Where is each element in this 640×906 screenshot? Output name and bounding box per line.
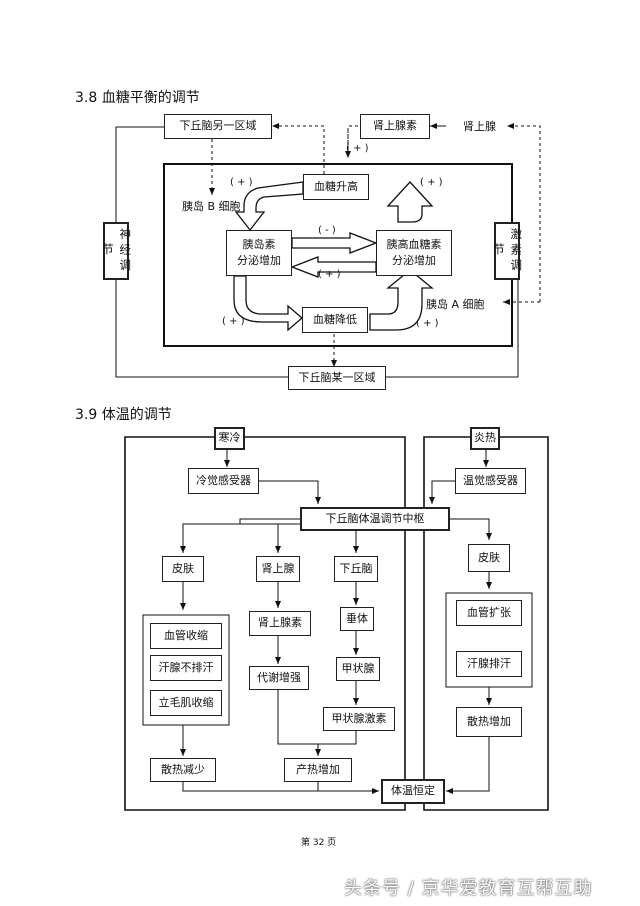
less-loss-to-constant-arrow	[182, 782, 379, 794]
adrenaline-box: 肾上腺素	[360, 114, 430, 139]
beta-cell-label: 胰岛 B 细胞	[182, 200, 241, 213]
glucagon-to-insulin-arrow	[290, 256, 377, 278]
alpha-cell-label: 胰岛 A 细胞	[426, 298, 485, 311]
hot-box: 炎热	[470, 427, 500, 450]
metabolism-box: 代谢增强	[249, 666, 309, 690]
insulin-plus-label: ( + )	[230, 177, 253, 188]
warm-receptor-to-center-arrow	[429, 480, 455, 504]
glucagon-to-glucose-up-arrow	[386, 181, 434, 223]
promote-plus-label: ( + )	[318, 269, 341, 280]
cold-frame	[124, 436, 406, 811]
glucose-down-to-glucagon-arrow	[369, 269, 434, 331]
glucose-section-title: 3.8 血糖平衡的调节	[75, 90, 200, 106]
hypothalamus-box: 下丘脑	[334, 556, 378, 582]
inhibit-minus-label: ( - )	[318, 225, 336, 236]
watermark: 头条号 / 京华爱教育互帮互助	[344, 878, 593, 899]
more-loss-to-constant-arrow	[446, 737, 490, 794]
piloerection-box: 立毛肌收缩	[150, 690, 222, 716]
glucose-down-plus-label: ( + )	[222, 316, 245, 327]
glucose-down-box: 血糖降低	[302, 307, 368, 333]
cold-skin-group	[142, 614, 230, 726]
thermoregulation-center-box: 下丘脑体温调节中枢	[300, 507, 450, 531]
insulin-to-glucose-down-arrow	[233, 275, 303, 332]
center-to-hot-skin-arrow	[450, 518, 492, 540]
heat-loss-increase-box: 散热增加	[456, 707, 522, 737]
adrenal-gland-box: 肾上腺	[256, 556, 300, 582]
heat-loss-decrease-box: 散热减少	[150, 758, 216, 782]
hot-skin-box: 皮肤	[468, 544, 510, 572]
neural-regulation-label: 神经调节	[101, 227, 133, 275]
hypothalamus-some-area-box: 下丘脑某一区域	[288, 366, 386, 390]
hypothalamus-other-area-box: 下丘脑另一区域	[164, 114, 272, 139]
adrenal-link-line	[347, 125, 360, 155]
neural-regulation-box: 神经调节	[101, 222, 132, 280]
thyroid-box: 甲状腺	[336, 657, 380, 681]
glucose-up-to-insulin-arrow	[234, 181, 304, 232]
cold-box: 寒冷	[214, 427, 245, 450]
pituitary-box: 垂体	[340, 607, 374, 631]
glucose-up-box: 血糖升高	[303, 174, 369, 200]
thyroxine-to-heat-line	[318, 731, 357, 745]
no-sweat-box: 汗腺不排汗	[150, 655, 222, 681]
cold-receptor-to-center-arrow	[259, 480, 321, 504]
adrenaline-hormone-box: 肾上腺素	[249, 611, 311, 636]
hot-frame	[423, 436, 549, 811]
hormonal-regulation-label: 激素调节	[492, 227, 524, 275]
center-to-adrenal-arrow	[240, 523, 281, 553]
temperature-constant-box: 体温恒定	[381, 779, 445, 804]
insulin-box: 胰岛素 分泌增加	[226, 230, 292, 276]
vasoconstriction-box: 血管收缩	[150, 623, 222, 649]
adrenal-gland-label: 肾上腺	[463, 120, 496, 133]
hormonal-to-adrenal-arrow	[507, 123, 541, 302]
temperature-section-title: 3.9 体温的调节	[75, 407, 172, 423]
thyroxine-box: 甲状腺激素	[323, 707, 395, 731]
glucagon-plus-label: ( + )	[420, 177, 443, 188]
cold-receptor-box: 冷觉感受器	[188, 468, 259, 494]
page-number: 第 32 页	[301, 838, 337, 848]
glucose-up-to-hypo-arrow	[272, 123, 325, 174]
vasodilation-box: 血管扩张	[456, 600, 522, 626]
metabolism-to-heat-arrow	[277, 690, 321, 756]
sweating-box: 汗腺排汗	[456, 651, 522, 677]
adrenaline-plus-label: ( + )	[346, 143, 369, 154]
hormonal-regulation-box: 激素调节	[492, 222, 523, 280]
glucagon-up-plus-label: ( + )	[416, 318, 439, 329]
warm-receptor-box: 温觉感受器	[455, 468, 526, 494]
heat-production-increase-box: 产热增加	[284, 758, 352, 782]
glucagon-box: 胰高血糖素 分泌增加	[376, 230, 452, 276]
insulin-to-glucagon-arrow	[291, 232, 378, 254]
cold-skin-box: 皮肤	[162, 556, 204, 582]
